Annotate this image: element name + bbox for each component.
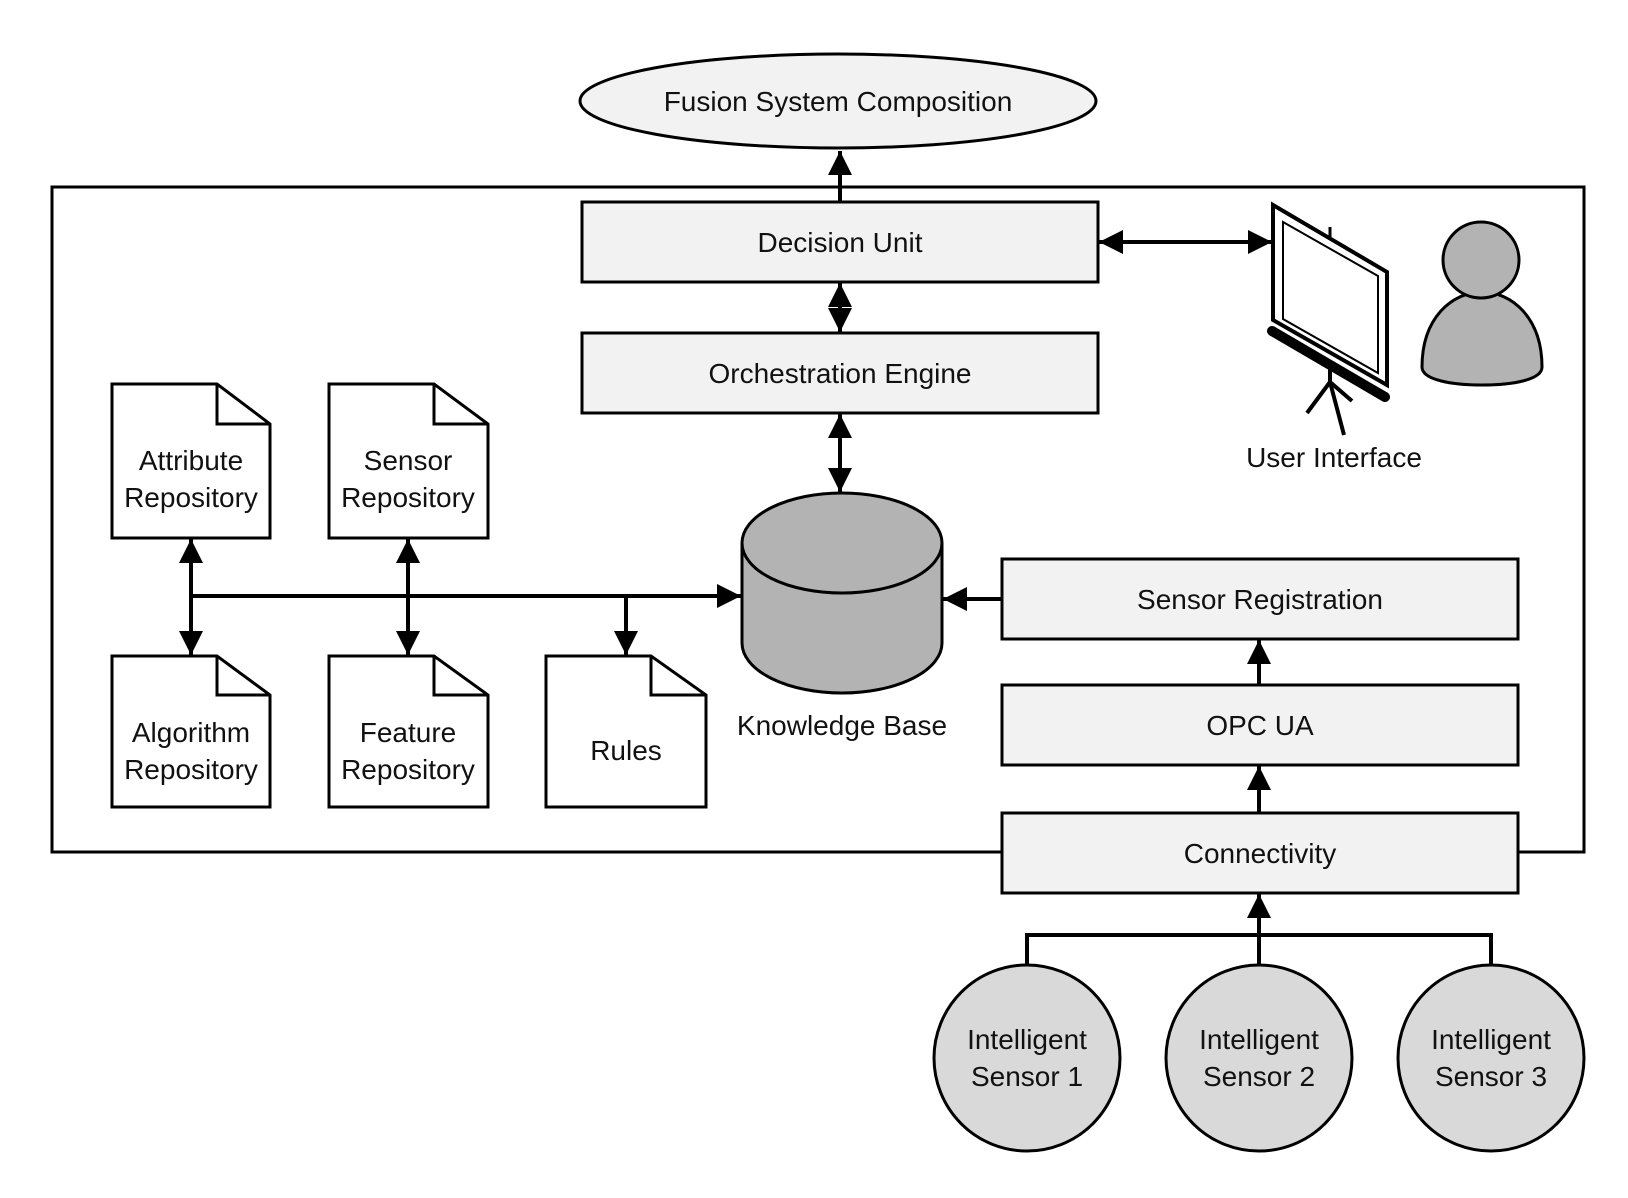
intelligent-sensor-2: Intelligent Sensor 2	[1164, 963, 1354, 1153]
rules-label: Rules	[590, 735, 662, 766]
algorithm-repository-line2: Repository	[124, 754, 258, 785]
sensor-2-line2: Sensor 2	[1203, 1061, 1315, 1092]
rules-doc: Rules	[544, 654, 708, 809]
knowledge-base-cylinder: Knowledge Base	[737, 491, 947, 741]
sensor-3-line1: Intelligent	[1431, 1024, 1551, 1055]
attribute-repository-line1: Attribute	[139, 445, 243, 476]
orchestration-engine-label: Orchestration Engine	[708, 358, 971, 389]
attribute-repository-line2: Repository	[124, 482, 258, 513]
attribute-repository-doc: Attribute Repository	[110, 382, 272, 540]
intelligent-sensor-3: Intelligent Sensor 3	[1396, 963, 1586, 1153]
sensor-registration-box: Sensor Registration	[1000, 557, 1520, 641]
feature-repository-doc: Feature Repository	[327, 654, 490, 809]
system-boundary	[50, 185, 1586, 854]
sensor-2-line1: Intelligent	[1199, 1024, 1319, 1055]
title-label: Fusion System Composition	[664, 86, 1013, 117]
connectivity-label: Connectivity	[1184, 838, 1337, 869]
decision-unit-label: Decision Unit	[758, 227, 923, 258]
algorithm-repository-line1: Algorithm	[132, 717, 250, 748]
orchestration-engine-box: Orchestration Engine	[580, 331, 1100, 415]
opc-ua-box: OPC UA	[1000, 683, 1520, 767]
fusion-system-composition-node: Fusion System Composition	[578, 52, 1098, 150]
sensor-repository-line2: Repository	[341, 482, 475, 513]
user-interface-label: User Interface	[1246, 442, 1422, 473]
sensor-1-line1: Intelligent	[967, 1024, 1087, 1055]
sensor-3-line2: Sensor 3	[1435, 1061, 1547, 1092]
connectors	[179, 151, 1493, 965]
sensor-1-line2: Sensor 1	[971, 1061, 1083, 1092]
feature-repository-line1: Feature	[360, 717, 457, 748]
opc-ua-label: OPC UA	[1206, 710, 1314, 741]
sensor-repository-line1: Sensor	[364, 445, 453, 476]
decision-unit-box: Decision Unit	[580, 200, 1100, 284]
feature-repository-line2: Repository	[341, 754, 475, 785]
connectivity-box: Connectivity	[1000, 811, 1520, 895]
user-icon	[1420, 220, 1544, 387]
intelligent-sensor-1: Intelligent Sensor 1	[932, 963, 1122, 1153]
sensor-repository-doc: Sensor Repository	[327, 382, 490, 540]
knowledge-base-label: Knowledge Base	[737, 710, 947, 741]
projector-screen-icon	[1267, 201, 1390, 436]
sensor-registration-label: Sensor Registration	[1137, 584, 1383, 615]
algorithm-repository-doc: Algorithm Repository	[110, 654, 272, 809]
